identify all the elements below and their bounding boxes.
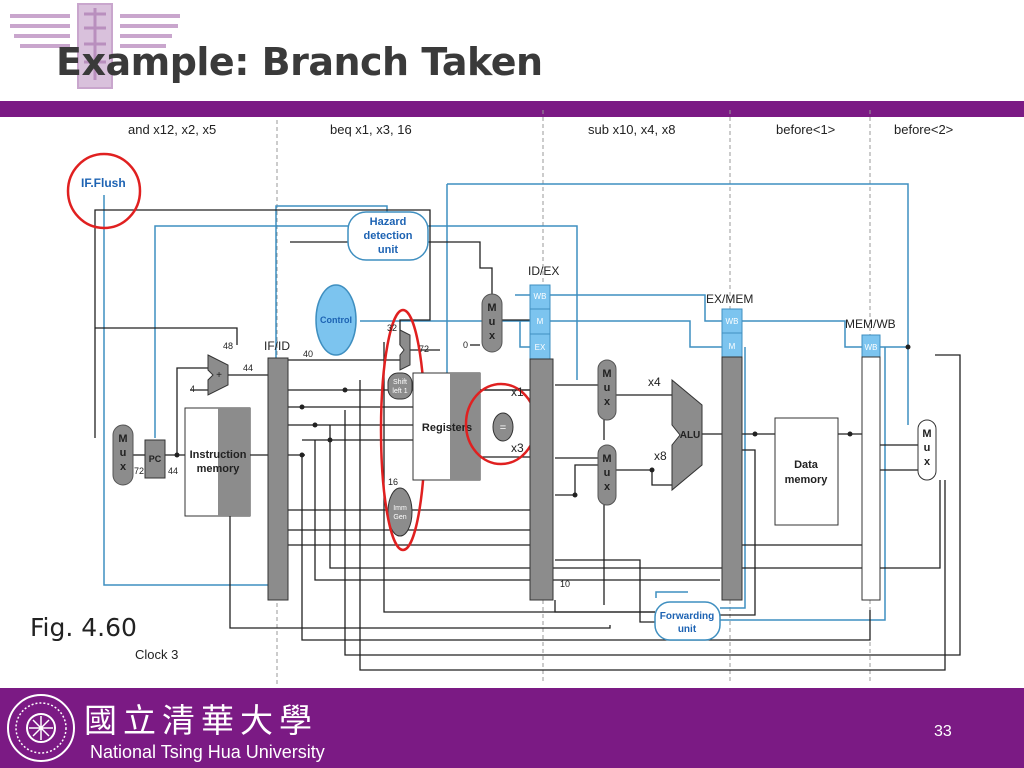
adder-plus: + <box>216 370 222 381</box>
value-48: 48 <box>223 341 233 351</box>
instr-mem-label-1: Instruction <box>190 449 247 461</box>
write-back-mux <box>917 419 937 481</box>
if-flush-highlight-circle <box>66 152 142 230</box>
shift-label-2: left 1 <box>392 388 407 395</box>
university-name-chinese: 國立清華大學 <box>84 701 318 740</box>
shift-left-unit <box>387 372 413 400</box>
mux-letter: u <box>604 382 611 394</box>
reg-x3: x3 <box>511 441 524 455</box>
stage-ex-instruction: sub x10, x4, x8 <box>588 122 675 137</box>
value-10: 10 <box>560 579 570 589</box>
if-flush-label: IF.Flush <box>81 176 126 190</box>
figure-caption: Fig. 4.60 <box>30 613 137 642</box>
imm-label-1: Imm <box>393 505 407 512</box>
id-ex-register <box>529 358 554 601</box>
value-4: 4 <box>190 384 195 394</box>
pc-source-mux <box>112 424 134 486</box>
footer-band <box>0 688 1024 768</box>
mux-letter: u <box>489 316 496 328</box>
value-44-pc-out: 44 <box>168 466 178 476</box>
branch-adder <box>399 329 411 371</box>
alu-input-a-mux <box>597 359 617 421</box>
pipeline-datapath-diagram: and x12, x2, x5 beq x1, x3, 16 sub x10, … <box>66 110 961 684</box>
stage-wb-instruction: before<2> <box>894 122 953 137</box>
stage-id-instruction: beq x1, x3, 16 <box>330 122 412 137</box>
instruction-memory-shade <box>218 408 250 516</box>
hazard-detection-unit <box>347 211 429 261</box>
value-16: 16 <box>388 477 398 487</box>
forwarding-label-2: unit <box>678 624 697 635</box>
mem-wb-label: MEM/WB <box>845 317 896 331</box>
hazard-label-1: Hazard <box>370 216 407 228</box>
mux-letter: M <box>487 302 496 314</box>
mem-wb-wb-label: WB <box>865 343 878 352</box>
program-counter <box>144 439 166 479</box>
hazard-label-3: unit <box>378 244 398 256</box>
id-ex-wb-label: WB <box>534 292 547 301</box>
id-ex-m-label: M <box>537 317 544 326</box>
nthu-logo-emblem <box>10 3 180 89</box>
equal-sign: = <box>500 422 506 434</box>
instr-mem-label-2: memory <box>197 463 241 475</box>
value-44-adder: 44 <box>243 363 253 373</box>
mux-letter: x <box>924 456 931 468</box>
mux-letter: u <box>120 447 127 459</box>
hazard-label-2: detection <box>364 230 413 242</box>
ex-mem-wb-label: WB <box>726 317 739 326</box>
mux-letter: M <box>602 368 611 380</box>
alu <box>671 378 703 492</box>
forwarding-label-1: Forwarding <box>660 611 714 622</box>
mux-letter: M <box>922 428 931 440</box>
pc-label: PC <box>149 454 162 464</box>
mux-letter: u <box>924 442 931 454</box>
mux-letter: M <box>602 453 611 465</box>
stage-mem-instruction: before<1> <box>776 122 835 137</box>
slide-title: Example: Branch Taken <box>56 40 543 84</box>
stage-if-instruction: and x12, x2, x5 <box>128 122 216 137</box>
ex-mem-label: EX/MEM <box>706 292 753 306</box>
id-ex-label: ID/EX <box>528 264 559 278</box>
alu-input-b-mux <box>597 444 617 506</box>
if-id-register <box>267 357 289 601</box>
value-0: 0 <box>463 340 468 350</box>
ex-mem-m-label: M <box>729 342 736 351</box>
value-40: 40 <box>303 349 313 359</box>
reg-x4: x4 <box>648 375 661 389</box>
pc-adder <box>207 354 229 396</box>
data-mem-label-1: Data <box>794 459 819 471</box>
control-label: Control <box>320 315 352 325</box>
data-memory <box>774 417 839 526</box>
id-ex-ex-label: EX <box>535 343 546 352</box>
value-32: 32 <box>387 323 397 333</box>
mux-letter: x <box>120 461 127 473</box>
control-mux <box>481 293 503 353</box>
ex-mem-register <box>721 356 743 601</box>
shift-label-1: Shift <box>393 379 407 386</box>
title-divider-band <box>0 101 1024 117</box>
mux-letter: u <box>604 467 611 479</box>
value-72-pc-in: 72 <box>134 466 144 476</box>
clock-label: Clock 3 <box>135 647 178 662</box>
data-mem-label-2: memory <box>785 474 829 486</box>
if-id-label: IF/ID <box>264 339 290 353</box>
imm-label-2: Gen <box>393 514 406 521</box>
mux-letter: x <box>489 330 496 342</box>
registers-label: Registers <box>422 422 472 434</box>
reg-x8: x8 <box>654 449 667 463</box>
university-name-english: National Tsing Hua University <box>90 742 325 762</box>
equality-comparator <box>492 412 514 442</box>
mem-wb-register <box>861 356 881 601</box>
forwarding-unit <box>654 601 721 641</box>
alu-label: ALU <box>680 430 701 441</box>
reg-x1: x1 <box>511 385 524 399</box>
page-number: 33 <box>934 723 952 740</box>
university-seal-icon <box>7 694 75 762</box>
mux-letter: x <box>604 481 611 493</box>
mux-letter: x <box>604 396 611 408</box>
control-unit <box>315 284 357 356</box>
mux-letter: M <box>118 433 127 445</box>
value-72-target: 72 <box>419 344 429 354</box>
